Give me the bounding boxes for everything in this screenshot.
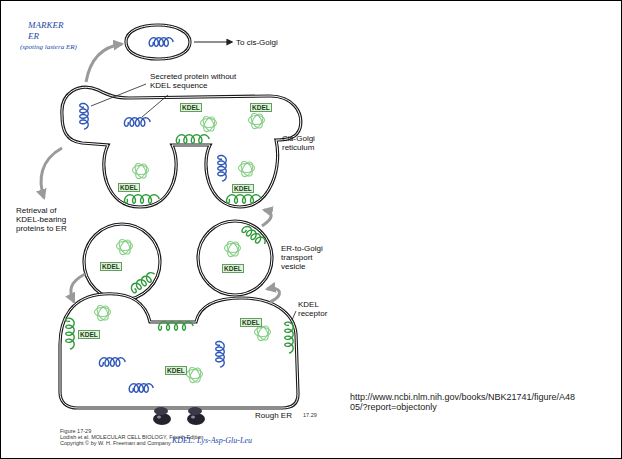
protein-loop — [133, 162, 149, 180]
kdel-protein — [117, 238, 134, 257]
kdel-protein — [239, 160, 256, 179]
kdel-protein — [225, 240, 242, 259]
signal-tag: KDEL — [100, 262, 122, 271]
kdel-receptor — [159, 322, 194, 330]
leader-line — [292, 311, 296, 320]
handwritten-note: KDEL: Lys-Asp-Glu-Leu — [172, 436, 252, 445]
signal-tag: KDEL — [118, 183, 140, 192]
kdel-receptor — [66, 318, 74, 349]
protein-loop — [249, 112, 265, 130]
secreted-protein — [216, 341, 224, 367]
kdel-receptor — [131, 273, 154, 293]
forward-arrow — [262, 210, 271, 226]
protein-loop — [201, 115, 217, 133]
rough-er-membrane — [60, 294, 298, 408]
secreted-protein — [80, 103, 88, 129]
handwritten-note: (spoting lasiera ER) — [20, 43, 77, 51]
protein-loop — [187, 366, 203, 384]
signal-tag: KDEL — [165, 366, 187, 375]
signal-tag: KDEL — [222, 264, 244, 273]
golgi-vesicle — [126, 25, 190, 59]
kdel-receptor — [176, 135, 209, 143]
forward-arrow — [267, 288, 279, 302]
handwritten-note: ER — [28, 31, 39, 41]
ribosome-shine — [157, 416, 161, 419]
golgi-vesicle-inner — [126, 25, 190, 59]
compartment-label: ER-to-Golgi transport vesicle — [281, 244, 337, 272]
receptor-label: KDEL receptor — [298, 300, 340, 318]
retrieval-arrow — [41, 148, 62, 198]
secreted-protein — [218, 155, 226, 181]
kdel-receptor — [242, 226, 265, 244]
protein-loop — [133, 162, 149, 180]
compartment-label: Cis-Golgi reticulum — [282, 134, 330, 152]
retrieval-vesicle-inner — [84, 224, 160, 300]
ribosome-small — [154, 407, 168, 415]
figure-caption: Copyright © by W. H. Freeman and Company — [60, 440, 171, 446]
protein-loop — [249, 112, 265, 130]
retrieval-arrow — [71, 274, 85, 302]
protein-loop — [239, 160, 255, 178]
compartment-label: Rough ER — [255, 411, 292, 420]
protein-loop — [225, 240, 241, 258]
kdel-protein — [133, 162, 150, 181]
protein-loop — [117, 238, 133, 256]
ribosome-shine — [191, 416, 195, 419]
kdel-receptor — [125, 195, 160, 203]
cis-golgi-membrane — [62, 87, 301, 207]
kdel-protein — [249, 112, 266, 131]
rough-er-membrane-inner — [60, 294, 298, 408]
process-label: To cis-Golgi — [236, 38, 278, 47]
kdel-protein — [95, 304, 112, 323]
signal-tag: KDEL — [240, 318, 262, 327]
page-number: 17.29 — [303, 412, 317, 418]
handwritten-note: MARKER — [28, 20, 64, 30]
secreted-protein — [124, 118, 150, 126]
protein-loop — [201, 115, 217, 133]
protein-loop — [95, 304, 111, 322]
cis-golgi-membrane-inner — [62, 87, 301, 207]
transport-vesicle — [198, 221, 272, 295]
signal-tag: KDEL — [232, 184, 254, 193]
leader-line — [91, 84, 146, 106]
transport-vesicle-inner — [198, 221, 272, 295]
secreted-protein — [99, 358, 125, 366]
secreted-protein — [129, 384, 153, 392]
leader-line — [142, 95, 168, 117]
kdel-receptor — [227, 195, 262, 203]
protein-loop — [225, 240, 241, 258]
to-golgi-arrow — [194, 41, 232, 42]
protein-loop — [117, 238, 133, 256]
protein-loop — [239, 160, 255, 178]
protein-loop — [95, 304, 111, 322]
signal-tag: KDEL — [180, 103, 202, 112]
figure-caption: Figure 17-29 — [60, 428, 91, 434]
kdel-protein — [187, 366, 204, 385]
retrieval-vesicle — [84, 224, 160, 300]
signal-tag: KDEL — [78, 330, 100, 339]
signal-tag: KDEL — [250, 103, 272, 112]
process-label: Retrieval of KDEL-bearing proteins to ER — [16, 206, 80, 234]
budding-arrow — [86, 44, 122, 82]
protein-loop — [187, 366, 203, 384]
ribosome-small — [188, 407, 202, 415]
secreted-protein — [149, 38, 173, 46]
kdel-receptor — [285, 322, 293, 353]
protein-label: Secreted protein without KDEL sequence — [150, 72, 252, 90]
kdel-protein — [201, 115, 218, 134]
source-url: http://www.ncbi.nlm.nih.gov/books/NBK217… — [350, 392, 578, 413]
